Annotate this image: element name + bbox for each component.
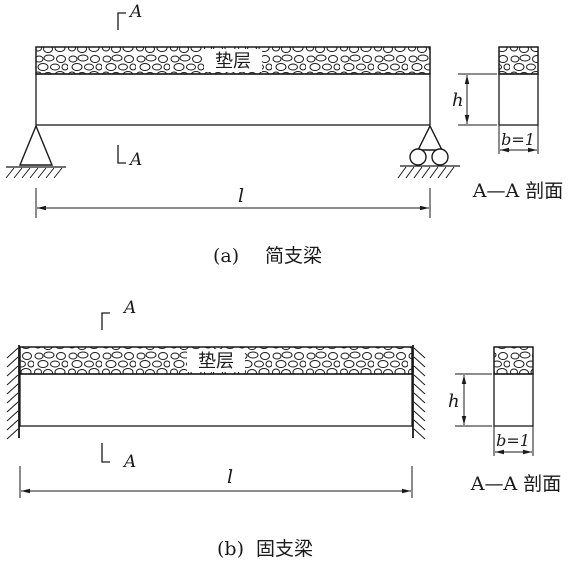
svg-text:h: h	[448, 391, 460, 412]
svg-text:(a): (a)	[213, 245, 239, 267]
caption-a: (a) 简支梁	[213, 245, 322, 267]
cross-section-b: h b=1 A—A 剖面	[448, 346, 561, 495]
fixed-support-left	[6, 345, 20, 440]
height-dimension-b: h	[448, 373, 492, 427]
span-dimension-b: l	[19, 466, 413, 498]
diagram-b-fixed-beam: A 垫层	[6, 298, 561, 560]
width-dimension-b: b=1	[493, 426, 534, 456]
section-mark-top-b: A	[101, 298, 136, 330]
cross-section-a: h b=1 A—A 剖面	[452, 46, 563, 202]
beam-body-a	[35, 73, 431, 126]
span-label: l	[238, 185, 244, 207]
height-dimension-a: h	[452, 73, 497, 126]
section-mark-bottom-b: A	[101, 443, 136, 472]
svg-text:(b): (b)	[217, 538, 244, 560]
svg-text:简支梁: 简支梁	[265, 245, 322, 267]
svg-text:b=1: b=1	[501, 130, 535, 149]
cushion-layer-a: 垫层	[35, 46, 431, 75]
section-mark-bottom-a: A	[117, 145, 142, 170]
section-mark-top-a: A	[117, 2, 142, 30]
cushion-layer-b: 垫层	[19, 346, 413, 375]
svg-text:A: A	[122, 298, 136, 318]
svg-text:固支梁: 固支梁	[256, 538, 313, 560]
svg-text:b=1: b=1	[496, 431, 530, 450]
width-dimension-a: b=1	[498, 125, 539, 154]
diagram-a-simply-supported-beam: A 垫层	[5, 2, 563, 267]
beam-body-b	[19, 373, 413, 427]
roller-support-right	[397, 124, 460, 179]
svg-text:A: A	[122, 452, 136, 472]
span-label: l	[227, 466, 233, 488]
cushion-layer-label: 垫层	[198, 351, 234, 372]
svg-text:A: A	[128, 2, 142, 22]
svg-text:h: h	[452, 90, 464, 111]
cushion-layer-label: 垫层	[215, 51, 251, 72]
section-title-a: A—A 剖面	[472, 180, 563, 202]
svg-text:A: A	[128, 150, 142, 170]
fixed-support-right	[412, 345, 426, 440]
pinned-support-left	[5, 124, 66, 179]
section-title-b: A—A 剖面	[470, 473, 561, 495]
caption-b: (b) 固支梁	[217, 538, 313, 560]
span-dimension-a: l	[35, 185, 431, 218]
